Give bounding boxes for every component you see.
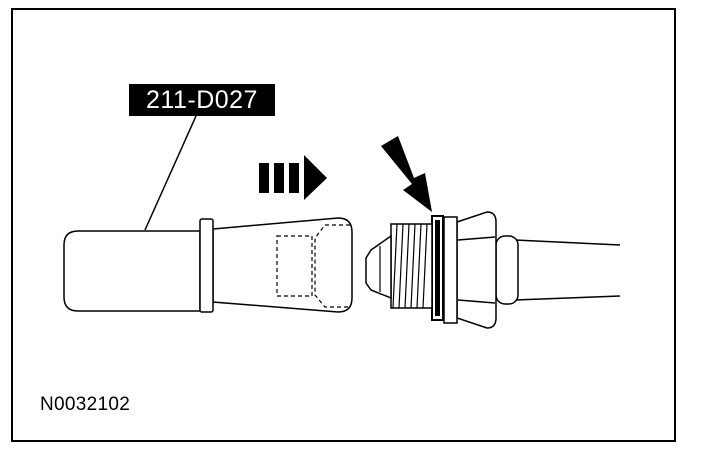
special-tool: [63, 217, 353, 313]
tube-bead: [495, 235, 519, 305]
callout-leader-line: [144, 115, 197, 231]
fuel-line-fitting: [365, 211, 621, 329]
push-direction-arrow-icon: [259, 155, 327, 200]
tool-collar: [199, 218, 214, 313]
pointer-arrow-icon: [381, 136, 432, 212]
tool-body: [212, 217, 353, 313]
fitting-nose: [365, 234, 392, 300]
tool-hidden-lines: [276, 224, 350, 308]
hex-nut: [456, 211, 497, 329]
tool-callout-label: 211-D027: [129, 84, 275, 116]
fuel-tube: [514, 239, 621, 301]
tool-handle: [63, 230, 201, 312]
fitting-ring: [443, 216, 458, 324]
figure-frame: [11, 8, 676, 442]
figure-id: N0032102: [40, 394, 131, 415]
thread-lines: [392, 223, 428, 309]
